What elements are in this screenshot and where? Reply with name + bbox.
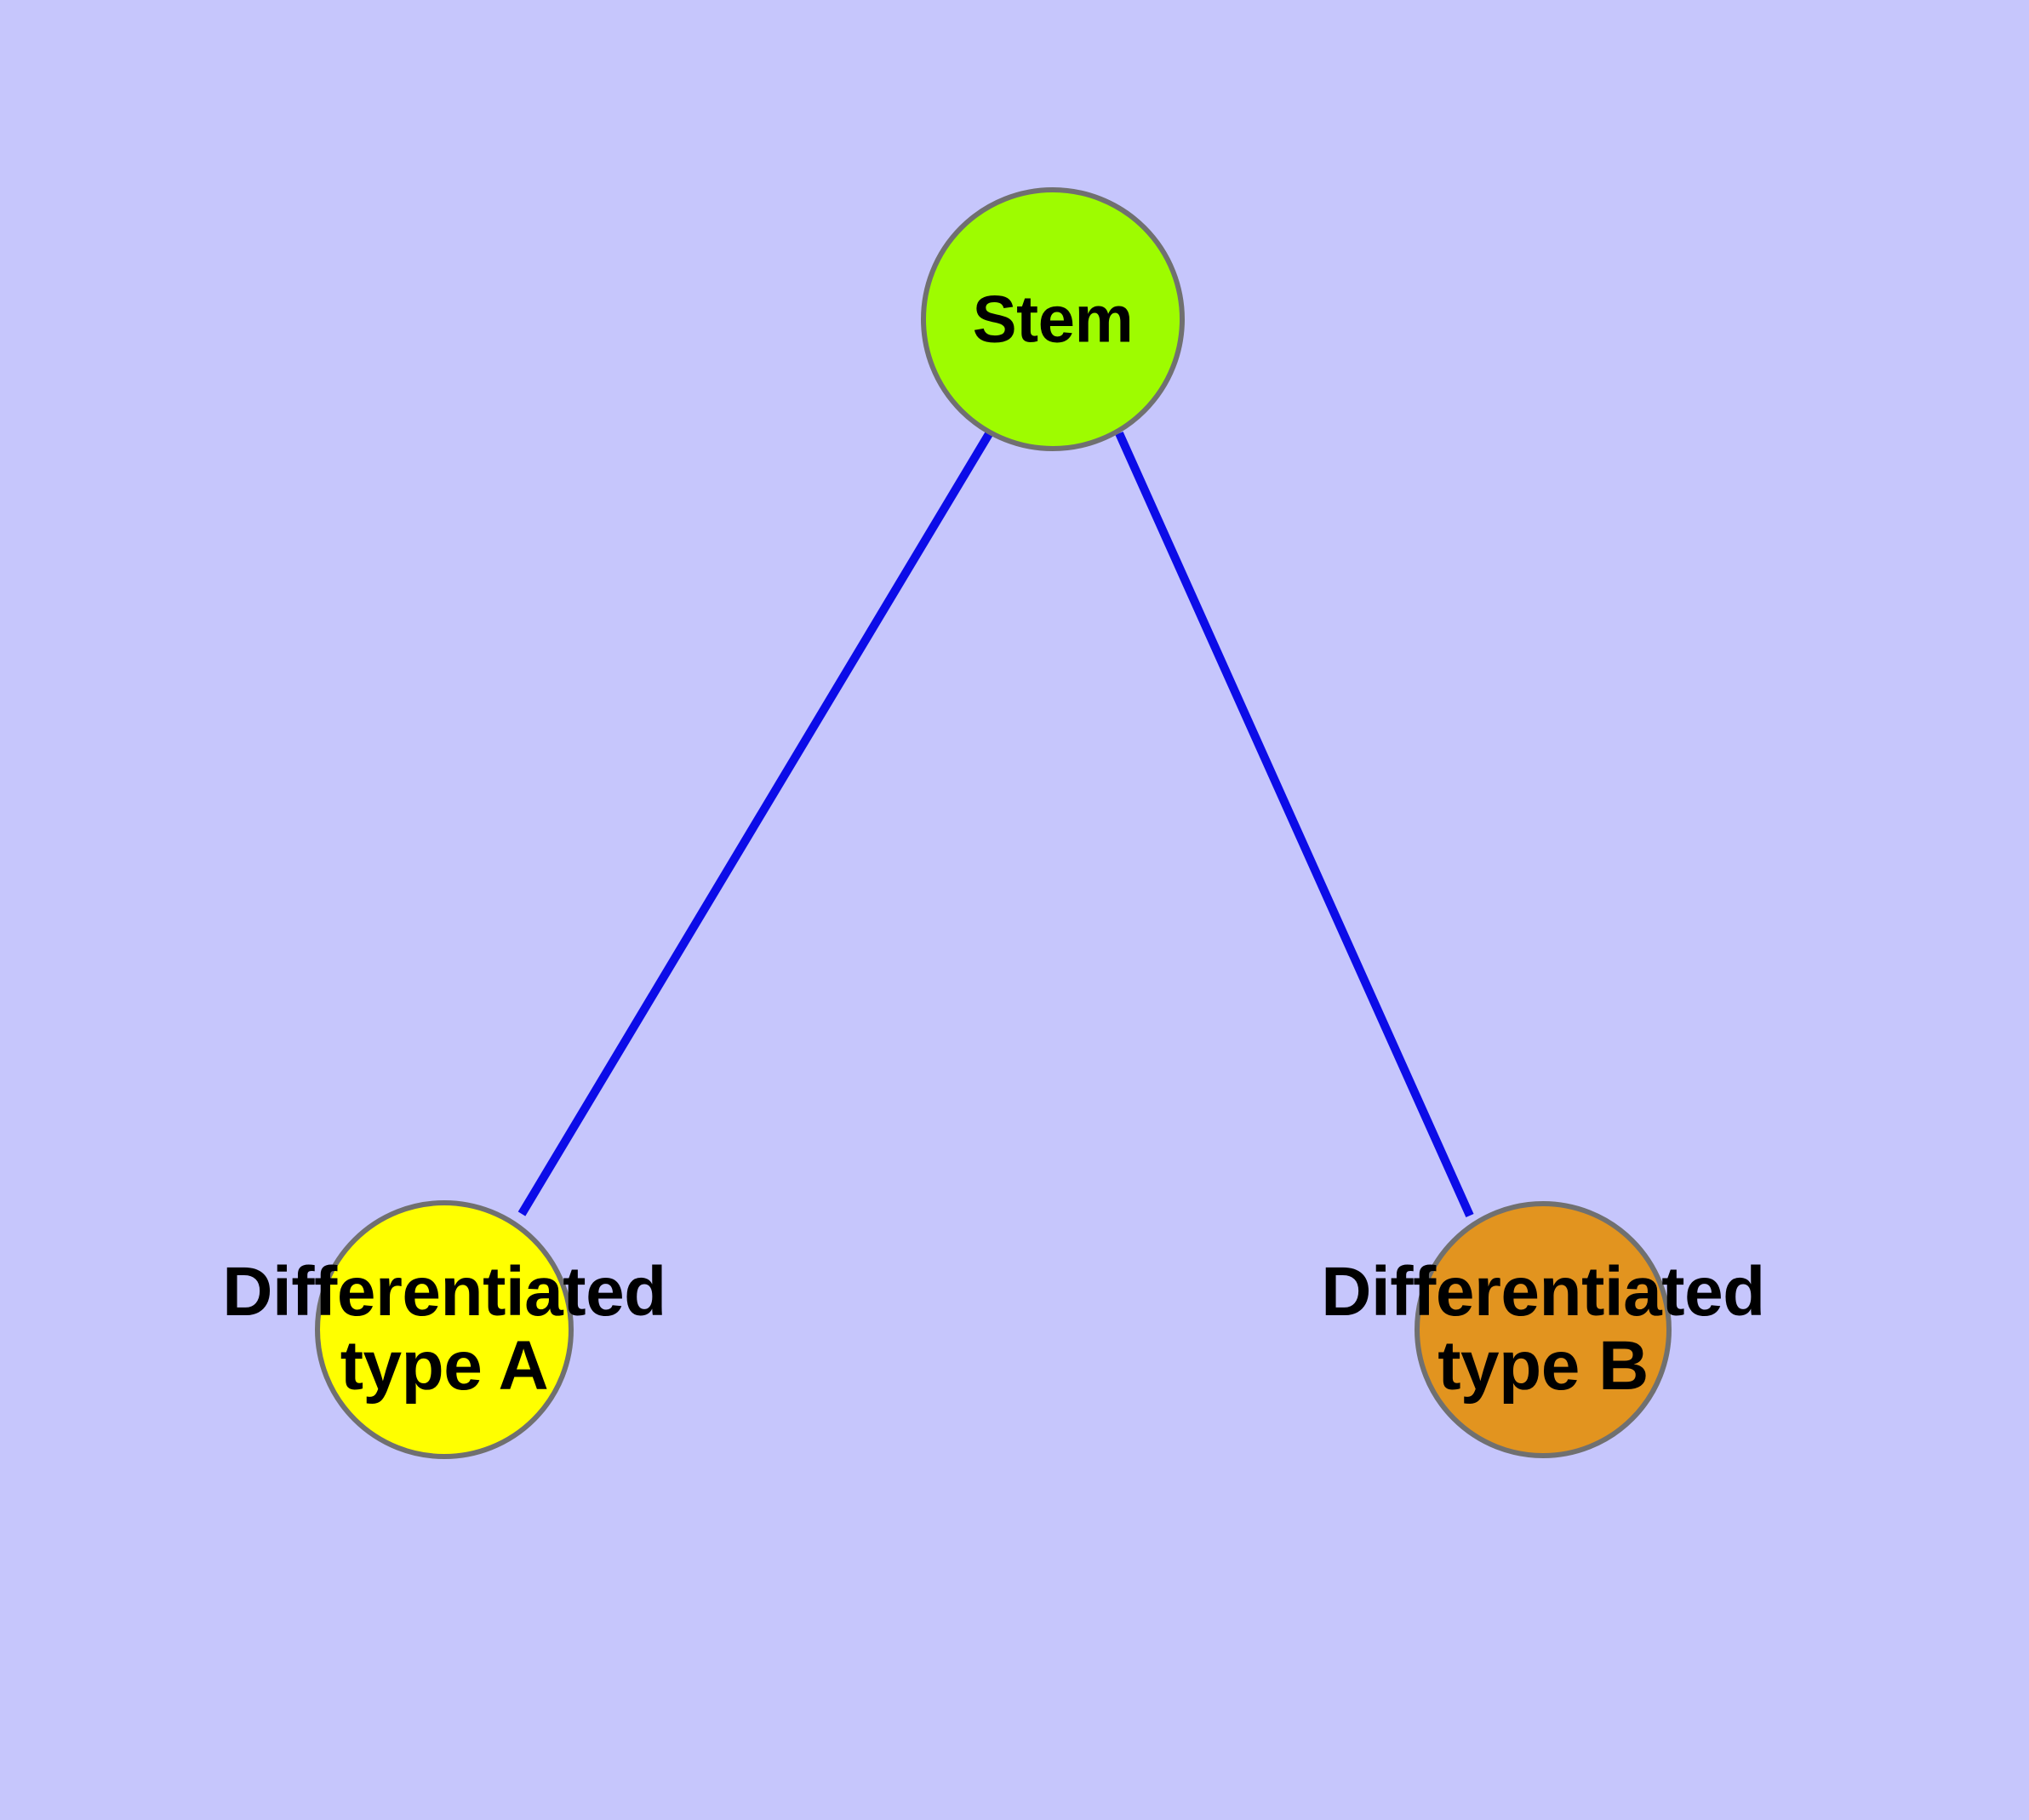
node-layer xyxy=(315,187,1672,1459)
graph-edge-stem-to-a[interactable] xyxy=(517,430,994,1216)
graph-node-diff-a[interactable] xyxy=(315,1200,574,1459)
graph-edge-stem-to-b[interactable] xyxy=(1115,431,1474,1218)
graph-node-diff-b[interactable] xyxy=(1415,1201,1672,1458)
graph-node-stem[interactable] xyxy=(921,187,1185,451)
edge-layer xyxy=(517,430,1474,1218)
